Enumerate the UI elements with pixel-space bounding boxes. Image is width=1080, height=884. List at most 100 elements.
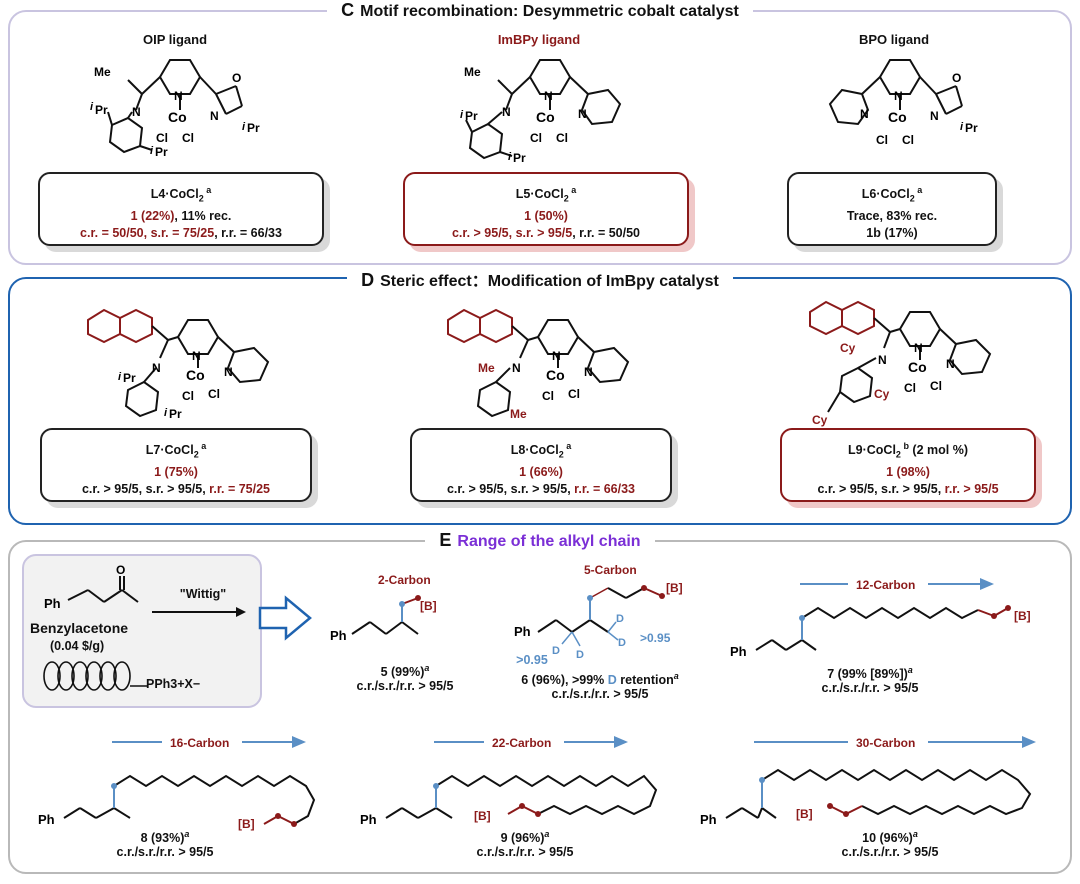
svg-text:2-Carbon: 2-Carbon <box>378 573 431 587</box>
svg-text:30-Carbon: 30-Carbon <box>856 736 915 750</box>
svg-text:Pr: Pr <box>123 371 136 385</box>
ipr-label-2: Pr <box>155 145 168 159</box>
product-8-label: 8 (93%)a <box>140 829 190 846</box>
product-10-structure: 30-Carbon [B] Ph <box>700 734 1036 827</box>
svg-text:Cl: Cl <box>556 131 568 145</box>
product-8-ratio: c.r./s.r./r.r. > 95/5 <box>116 845 214 859</box>
product-5-label: 5 (99%)a <box>380 663 430 680</box>
oip-ligand-structure: Me N N Co N O Cl Cl i Pr i Pr i Pr <box>90 59 260 159</box>
svg-text:N: N <box>512 361 521 375</box>
l9-ligand-structure: N N Co N Cl Cl Cy Cy Cy <box>809 300 992 427</box>
product-6-label: 6 (96%), >99% D retentiona <box>521 671 679 688</box>
svg-text:Ph: Ph <box>700 812 717 827</box>
svg-text:i: i <box>164 407 168 419</box>
svg-text:[B]: [B] <box>666 581 683 595</box>
catalyst-box-l6: L6·CoCl2 a Trace, 83% rec. 1b (17%) <box>787 172 997 246</box>
product-7-structure: 12-Carbon [B] Ph <box>730 576 1031 659</box>
imbpy-ligand-structure: Me N N Co N Cl Cl i Pr i Pr <box>460 59 622 165</box>
catalyst-box-l8: L8·CoCl2 a 1 (66%) c.r. > 95/5, s.r. > 9… <box>410 428 672 502</box>
cobalt-label: Co <box>536 109 555 125</box>
svg-text:Cy: Cy <box>840 341 856 355</box>
svg-text:Ph: Ph <box>730 644 747 659</box>
svg-text:Cy: Cy <box>874 387 890 401</box>
catalyst-box-l9: L9·CoCl2 b (2 mol %) 1 (98%) c.r. > 95/5… <box>780 428 1036 502</box>
svg-text:N: N <box>224 365 233 379</box>
oxazoline-n-label: N <box>210 109 219 123</box>
svg-text:Cl: Cl <box>902 133 914 147</box>
svg-text:N: N <box>930 109 939 123</box>
svg-text:Cl: Cl <box>904 381 916 395</box>
product-5-ratio: c.r./s.r./r.r. > 95/5 <box>356 679 454 693</box>
svg-text:N: N <box>584 365 593 379</box>
svg-text:i: i <box>960 121 964 133</box>
svg-text:Me: Me <box>478 361 495 375</box>
product-6-ratio: c.r./s.r./r.r. > 95/5 <box>551 687 649 701</box>
svg-text:22-Carbon: 22-Carbon <box>492 736 551 750</box>
svg-text:D: D <box>576 649 584 661</box>
l7-ligand-structure: N N Co N Cl Cl i Pr i Pr <box>87 308 270 421</box>
benzylacetone-structure: O Ph <box>44 563 139 611</box>
svg-text:D: D <box>552 645 560 657</box>
svg-text:i: i <box>90 101 94 113</box>
pyridine-n-label: N <box>174 89 183 103</box>
ligand-title-oip: OIP ligand <box>142 32 208 47</box>
chloride-2: Cl <box>182 131 194 145</box>
svg-text:Co: Co <box>908 359 927 375</box>
start-material-price: (0.04 $/g) <box>50 639 105 653</box>
wittig-arrow <box>152 607 246 617</box>
hollow-arrow-icon <box>258 595 312 641</box>
imine-n-label: N <box>132 105 141 119</box>
svg-text:Ph: Ph <box>44 596 61 611</box>
svg-text:D: D <box>616 613 624 625</box>
svg-text:N: N <box>152 361 161 375</box>
ligand-title-bpo: BPO ligand <box>858 32 930 47</box>
catalyst-box-l7: L7·CoCl2 a 1 (75%) c.r. > 95/5, s.r. > 9… <box>40 428 312 502</box>
svg-text:N: N <box>552 349 561 363</box>
svg-text:N: N <box>192 349 201 363</box>
cobalt-label: Co <box>168 109 187 125</box>
svg-text:Cl: Cl <box>542 389 554 403</box>
l8-ligand-structure: N N Co N Cl Cl Me Me <box>447 308 630 421</box>
svg-text:i: i <box>242 121 246 133</box>
svg-text:O: O <box>952 71 961 85</box>
ipr-label-3: Pr <box>247 121 260 135</box>
svg-text:N: N <box>578 107 587 121</box>
svg-text:Ph: Ph <box>38 812 55 827</box>
svg-text:Cl: Cl <box>568 387 580 401</box>
chloride-1: Cl <box>156 131 168 145</box>
svg-text:Cl: Cl <box>208 387 220 401</box>
product-10-label: 10 (96%)a <box>862 829 918 846</box>
bpo-ligand-structure: N N Co N O Cl Cl i Pr <box>828 59 978 147</box>
svg-text:[B]: [B] <box>474 809 491 823</box>
svg-text:Ph: Ph <box>514 624 531 639</box>
ligand-title-imbpy: ImBPy ligand <box>497 32 581 47</box>
svg-text:D: D <box>618 637 626 649</box>
svg-text:Cl: Cl <box>930 379 942 393</box>
svg-text:Pr: Pr <box>465 109 478 123</box>
product-5-structure: 2-Carbon [B] Ph <box>330 573 437 643</box>
svg-text:Cl: Cl <box>182 389 194 403</box>
svg-text:[B]: [B] <box>1014 609 1031 623</box>
cobalt-label: Co <box>888 109 907 125</box>
svg-text:N: N <box>544 89 553 103</box>
svg-text:i: i <box>460 109 464 121</box>
svg-text:N: N <box>894 89 903 103</box>
svg-text:Cl: Cl <box>876 133 888 147</box>
product-7-label: 7 (99% [89%])a <box>827 665 913 682</box>
wittig-label: "Wittig" <box>179 587 227 601</box>
product-6-structure: 5-Carbon [B] Ph D D D D >0.95 <box>514 563 683 661</box>
svg-text:Ph: Ph <box>360 812 377 827</box>
svg-text:Cl: Cl <box>530 131 542 145</box>
deuterium-note-2: >0.95 <box>516 653 548 667</box>
svg-text:Co: Co <box>546 367 565 383</box>
svg-text:N: N <box>860 107 869 121</box>
svg-text:16-Carbon: 16-Carbon <box>170 736 229 750</box>
product-9-label: 9 (96%)a <box>500 829 550 846</box>
svg-text:>0.95: >0.95 <box>640 631 671 645</box>
svg-text:i: i <box>118 371 122 383</box>
svg-text:N: N <box>502 105 511 119</box>
product-7-ratio: c.r./s.r./r.r. > 95/5 <box>821 681 919 695</box>
